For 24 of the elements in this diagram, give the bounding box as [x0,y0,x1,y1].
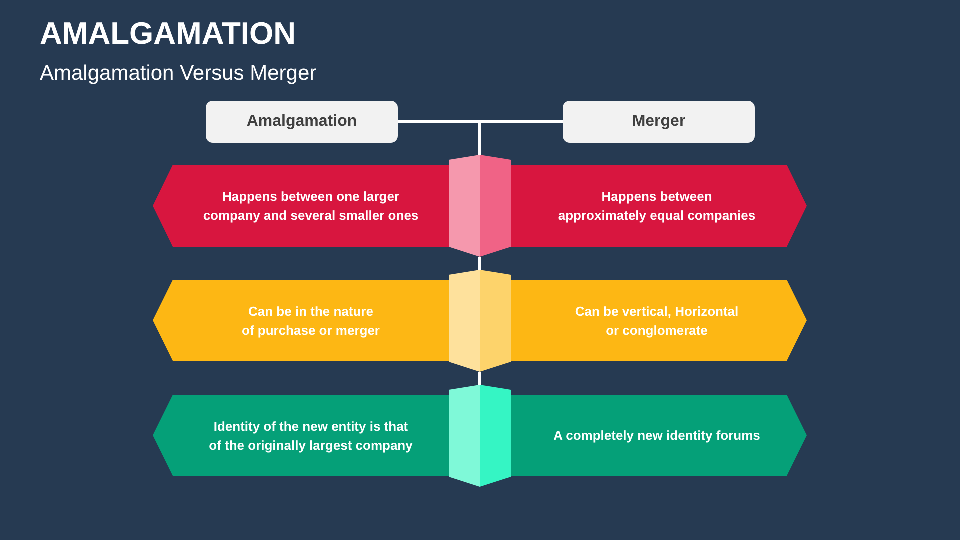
description-text: Can be vertical, Horizontal or conglomerate [574,302,740,340]
left-arrow-banner [153,395,449,476]
hexagon-joint [449,270,511,372]
column-heading: Amalgamation [246,112,358,132]
description-text: Identity of the new entity is that of the originally largest company [208,418,414,454]
connector-line [478,372,482,385]
column-heading: Merger [632,112,686,132]
slide-title: AMALGAMATION [40,15,296,52]
right-arrow-banner [511,280,807,361]
description-text: Happens between one larger company and several smaller ones [202,188,420,225]
connector-line [478,257,482,270]
hexagon-joint [449,385,511,487]
slide-subtitle: Amalgamation Versus Merger [40,61,317,86]
hexagon-joint [449,155,511,257]
description-text: Happens between approximately equal companies [557,188,757,225]
connector-line [478,120,563,155]
right-arrow-banner [511,165,807,247]
description-text: A completely new identity forums [554,427,760,445]
left-arrow-banner [153,280,449,361]
left-arrow-banner [153,165,449,247]
description-text: Can be in the nature of purchase or merger [241,302,381,340]
right-arrow-banner [511,395,807,476]
header-box [563,101,755,143]
header-box [206,101,398,143]
